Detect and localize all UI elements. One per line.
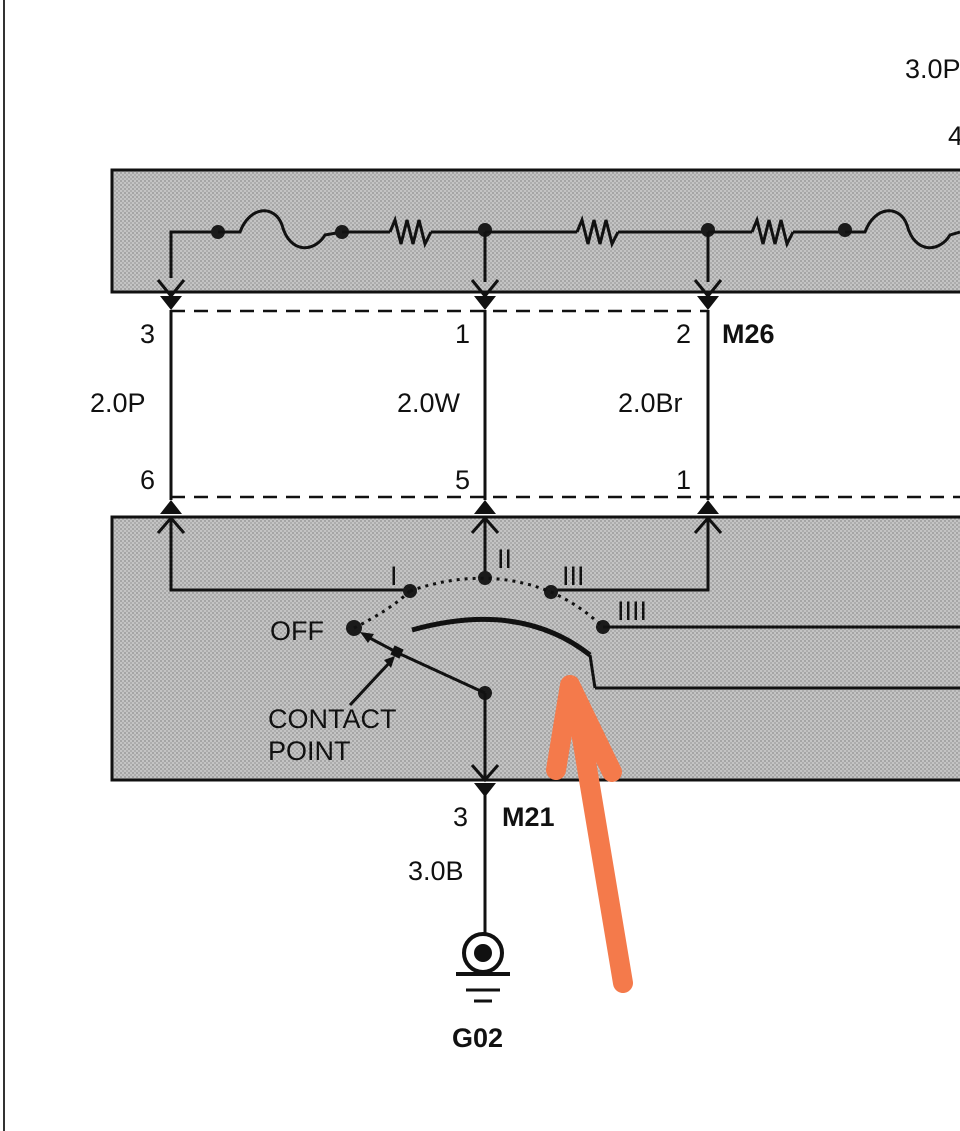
bottom-pin-label: 6 xyxy=(140,465,155,495)
switch-panel xyxy=(110,515,960,782)
m26-pin-label: 3 xyxy=(140,319,155,349)
m26-connector-name: M26 xyxy=(722,319,775,349)
ground-icon xyxy=(456,932,510,1003)
bottom-pin-label: 5 xyxy=(455,465,470,495)
m26-pin-label: 1 xyxy=(455,319,470,349)
fuse-icon xyxy=(218,209,343,250)
wire-left-label: 2.0P xyxy=(90,388,146,418)
switch-position-label: I xyxy=(390,561,398,591)
ground-name: G02 xyxy=(452,1023,503,1053)
contact-point-label-1: CONTACT xyxy=(268,704,397,734)
m26-pin-label: 2 xyxy=(676,319,691,349)
switch-position-label: IIII xyxy=(617,596,647,626)
top-right-wire-label: 3.0P xyxy=(905,54,960,84)
connector-m21-arrow xyxy=(474,783,496,797)
resistor-icon xyxy=(575,215,620,249)
bottom-pin-label: 1 xyxy=(676,465,691,495)
wire-right-label: 2.0Br xyxy=(618,388,683,418)
switch-position-label: III xyxy=(562,561,585,591)
resistor-icon xyxy=(750,215,795,249)
fuse-icon xyxy=(845,209,960,250)
contact-point-label-2: POINT xyxy=(268,736,351,766)
connector-bottom-arrows xyxy=(160,500,719,514)
ground-wire-label: 3.0B xyxy=(408,856,464,886)
connector-m26-arrows xyxy=(156,279,723,310)
switch-off-label: OFF xyxy=(270,616,324,646)
switch-position-label: II xyxy=(497,544,512,574)
m21-pin-label: 3 xyxy=(453,802,468,832)
switch-wiring xyxy=(156,515,960,783)
resistor-chain xyxy=(169,209,960,282)
resistor-icon xyxy=(388,215,433,249)
annotation-arrow-icon xyxy=(546,675,633,993)
wire-middle-label: 2.0W xyxy=(397,388,461,418)
m21-connector-name: M21 xyxy=(502,802,555,832)
top-right-pin-fragment: 4 xyxy=(948,121,960,151)
